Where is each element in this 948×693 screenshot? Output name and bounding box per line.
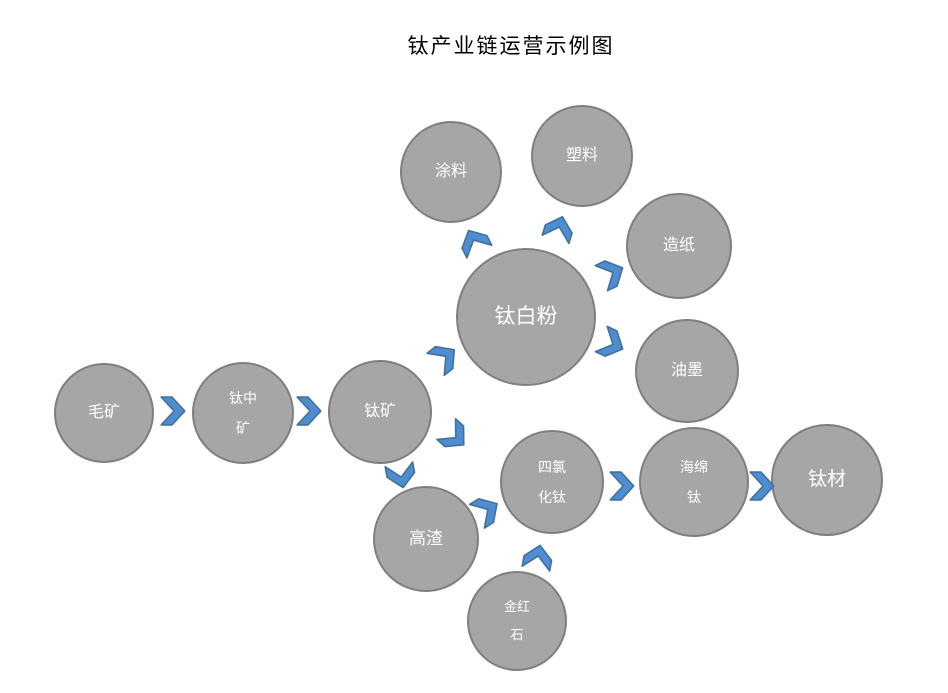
node-label: 钛矿	[363, 402, 396, 420]
arrow-titaniumsponge-to-titaniummaterial-chevron-icon	[749, 471, 775, 501]
arrow-titaniumore-to-titaniumtetrachloride-chevron-icon	[436, 417, 465, 448]
arrow-highslag-to-titaniumtetrachloride-chevron-icon	[468, 497, 498, 529]
node-label-line2: 钛	[687, 488, 701, 505]
node-papermaking: 造纸	[626, 193, 732, 299]
node-titanium-sponge: 海绵 钛	[639, 427, 749, 537]
diagram-title: 钛产业链运营示例图	[407, 35, 615, 58]
node-titanium-material: 钛材	[771, 424, 883, 536]
node-titanium-ore: 钛矿	[328, 360, 432, 464]
node-label: 钛白粉	[494, 304, 558, 328]
node-label: 钛材	[807, 469, 846, 491]
node-titanium-middling-ore: 钛中 矿	[192, 362, 294, 464]
arrow-titaniumdioxide-to-papermaking-chevron-icon	[594, 260, 624, 292]
node-label-line2: 石	[510, 626, 524, 642]
node-label: 塑料	[565, 146, 598, 164]
node-label: 造纸	[662, 236, 695, 254]
node-label-line2: 矿	[236, 419, 250, 436]
arrow-titaniumdioxide-to-plastics-chevron-icon	[541, 215, 573, 245]
arrow-titaniumore-to-highslag-chevron-icon	[384, 461, 416, 489]
arrow-titaniumore-to-titaniumdioxide-chevron-icon	[426, 345, 456, 377]
node-label-line1: 金红	[503, 598, 530, 614]
arrow-rawore-to-middlingore-chevron-icon	[160, 396, 186, 426]
node-ink: 油墨	[635, 319, 739, 423]
arrow-titaniumdioxide-to-coatings-chevron-icon	[461, 229, 493, 259]
arrow-titaniumdioxide-to-ink-chevron-icon	[594, 325, 624, 357]
arrow-middlingore-to-titaniumore-chevron-icon	[296, 396, 322, 426]
arrow-rutile-to-titaniumtetrachloride-chevron-icon	[521, 544, 553, 572]
node-label: 涂料	[434, 162, 467, 180]
node-label: 油墨	[670, 361, 703, 379]
node-plastics: 塑料	[531, 105, 633, 207]
node-label-line1: 四氯	[538, 459, 566, 476]
node-label: 高渣	[409, 529, 443, 549]
node-label-line2: 化钛	[538, 488, 566, 505]
node-titanium-tetrachloride: 四氯 化钛	[500, 430, 604, 534]
node-label-line1: 钛中	[229, 390, 257, 407]
arrow-titaniumtetrachloride-to-titaniumsponge-chevron-icon	[609, 471, 635, 501]
node-raw-ore: 毛矿	[54, 363, 154, 463]
node-high-slag: 高渣	[373, 486, 479, 592]
node-coatings: 涂料	[400, 121, 502, 223]
node-label: 毛矿	[87, 403, 120, 421]
node-label-line1: 海绵	[680, 459, 708, 476]
node-rutile: 金红 石	[467, 571, 567, 671]
node-titanium-dioxide: 钛白粉	[456, 248, 596, 386]
